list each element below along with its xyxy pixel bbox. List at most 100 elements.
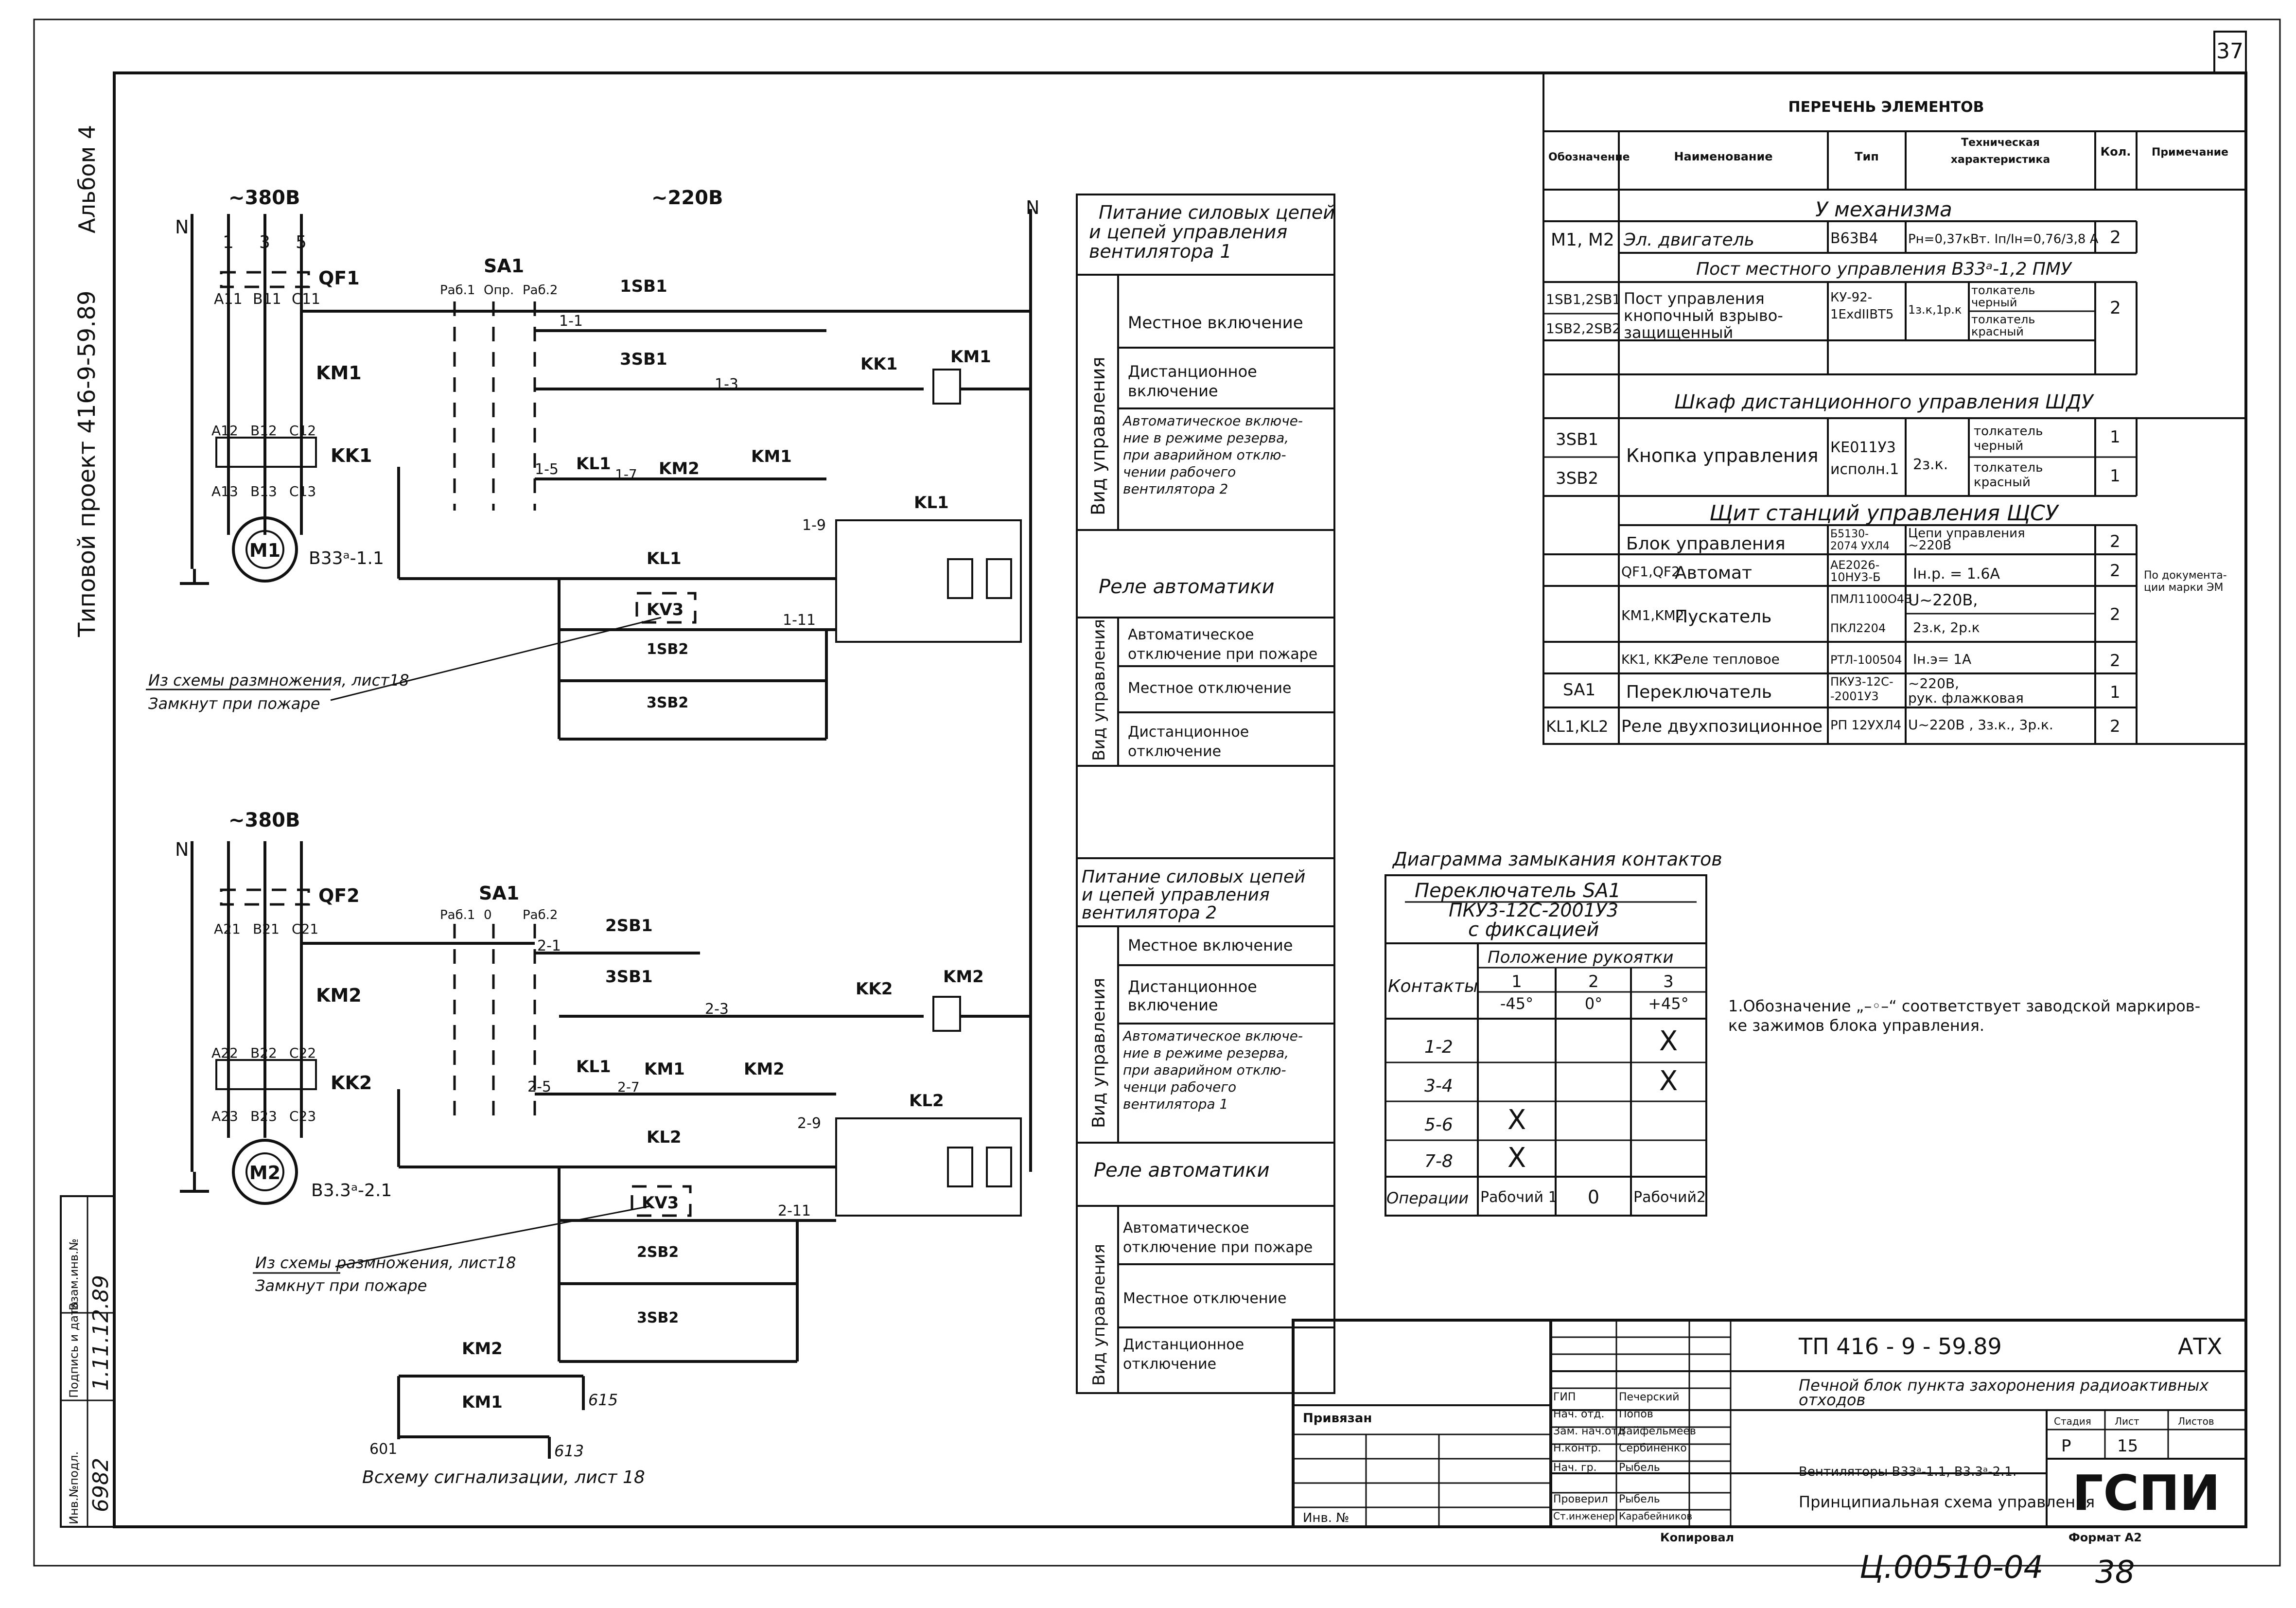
svg-text:М1, М2: М1, М2 [1551,230,1614,250]
svg-text:2: 2 [2110,228,2121,247]
svg-text:1: 1 [223,232,234,252]
svg-text:2: 2 [2110,298,2121,318]
svg-text:1-7: 1-7 [615,466,637,482]
c1-kk1-contact: KK1 [860,354,897,374]
c2-supply-380: ~380В [228,809,300,831]
signal-circuit: KM2 615 KM1 613 601 Всхему сигнализации,… [362,1339,645,1487]
svg-text:Р: Р [2061,1436,2071,1456]
legend-fan-1: Питание силовых цепей и цепей управления… [1076,194,1335,859]
motor-m1-symbol [232,516,298,583]
c2-3sb1: 3SB1 [605,967,653,987]
svg-text:3: 3 [259,232,270,252]
control-circuit-2: SA1 Раб.1 0 Раб.2 2-1 2SB1 3SB1 2-3 KK2 … [253,883,1031,1363]
svg-text:Положение рукоятки: Положение рукоятки [1488,948,1673,967]
c1-kl1-coil: KL1 [914,493,949,512]
svg-text:C12: C12 [289,423,316,439]
svg-text:Н.контр.: Н.контр. [1553,1442,1601,1454]
elements-title: ПЕРЕЧЕНЬ ЭЛЕМЕНТОВ [1788,99,1984,116]
svg-text:Примечание: Примечание [2152,146,2228,159]
svg-text:3: 3 [1663,972,1674,991]
svg-text:0°: 0° [1585,994,1602,1013]
svg-text:Обозначение: Обозначение [1548,151,1630,163]
doc-section: АТХ [2178,1333,2222,1360]
svg-text:2з.к.: 2з.к. [1913,456,1948,473]
c1-ctrl-neutral: N [1026,197,1039,218]
contact-diagram: Диаграмма замыкания контактов Переключат… [1385,848,1722,1217]
project-label: Типовой проект 416-9-59.89 [73,290,101,637]
svg-text:Переключатель SA1: Переключатель SA1 [1415,880,1621,902]
svg-text:U~220В,: U~220В, [1908,591,1978,609]
c1-neutral: N [175,216,189,238]
svg-text:КУ-92-1ExdIIBT5: КУ-92-1ExdIIBT5 [1830,290,1893,322]
sig-km1: KM1 [462,1393,503,1412]
c1-kk1: KK1 [331,445,372,466]
svg-text:B22: B22 [250,1045,277,1061]
svg-text:1SB1,2SB1: 1SB1,2SB1 [1546,291,1621,307]
svg-text:Раб.1: Раб.1 [440,908,475,922]
svg-text:Рыбель: Рыбель [1619,1462,1660,1474]
cd-mark-12: X [1659,1025,1678,1057]
svg-text:Реле двухпозиционное: Реле двухпозиционное [1621,717,1823,736]
stamp-inv-value: 6982 [88,1458,113,1512]
svg-text:Сербиненко: Сербиненко [1619,1442,1687,1454]
svg-text:A23: A23 [211,1108,238,1124]
svg-text:ПКУ3-12С-2001У3: ПКУ3-12С-2001У3 [1449,900,1618,921]
svg-text:Местное включение: Местное включение [1128,313,1303,333]
svg-text:ПКУ3-12С--2001У3: ПКУ3-12С--2001У3 [1830,675,1893,703]
svg-text:2-7: 2-7 [617,1079,640,1095]
legend2-title: Питание силовых цепей и цепей управления… [1082,867,1311,923]
elements-table: ПЕРЕЧЕНЬ ЭЛЕМЕНТОВ Обозначение Наименова… [1542,72,2247,745]
svg-text:Привязан: Привязан [1303,1411,1372,1426]
legend2-relay: Реле автоматики [1094,1159,1270,1182]
svg-text:2-1: 2-1 [537,937,561,954]
svg-text:C22: C22 [289,1045,316,1061]
svg-text:Пускатель: Пускатель [1675,607,1771,627]
svg-text:B12: B12 [250,423,277,439]
svg-text:A21: A21 [214,921,241,937]
svg-text:B11: B11 [253,291,281,308]
svg-text:Нач. гр.: Нач. гр. [1553,1462,1597,1474]
svg-text:Реле тепловое: Реле тепловое [1675,651,1780,667]
svg-text:QF1,QF2: QF1,QF2 [1621,564,1680,580]
svg-text:Местное включение: Местное включение [1128,936,1293,954]
svg-text:Кол.: Кол. [2101,145,2131,159]
section-post: Пост местного управления В33ᵃ-1,2 ПМУ [1696,259,2072,279]
svg-text:Эл. двигатель: Эл. двигатель [1623,230,1754,250]
svg-text:KM1,KM2: KM1,KM2 [1621,607,1684,623]
svg-text:Iн.э= 1А: Iн.э= 1А [1913,651,1971,667]
c2-kv3: KV3 [642,1193,679,1213]
svg-text:5: 5 [296,232,307,252]
c1-km1: KM1 [316,362,362,384]
c1-note-2: Замкнут при пожаре [148,694,320,713]
svg-text:Pн=0,37кВт. Iп/Iн=0,76/3,8 А: Pн=0,37кВт. Iп/Iн=0,76/3,8 А [1908,232,2099,247]
svg-text:B13: B13 [250,483,277,499]
svg-text:Ст.инженер: Ст.инженер [1553,1510,1614,1522]
sig-label: Всхему сигнализации, лист 18 [362,1467,645,1487]
c2-kl2: KL2 [647,1128,682,1147]
svg-text:Наименование: Наименование [1674,150,1772,163]
svg-text:Автомат: Автомат [1675,563,1752,583]
svg-text:3SB2: 3SB2 [1556,469,1598,488]
org-name: ГСПИ [2072,1465,2221,1521]
svg-text:с фиксацией: с фиксацией [1468,919,1599,941]
svg-text:2-5: 2-5 [527,1078,551,1096]
c1-1sb2: 1SB2 [647,641,688,658]
svg-text:АЕ2026-10НУ3-Б: АЕ2026-10НУ3-Б [1830,558,1881,584]
svg-text:Операции: Операции [1386,1189,1469,1207]
legend2-group: Вид управления [1089,978,1109,1128]
svg-text:2: 2 [2110,651,2121,671]
svg-text:0: 0 [1588,1186,1599,1208]
c2-kk2-contact: KK2 [856,979,893,999]
c1-supply-380: ~380В [228,187,300,209]
svg-text:615: 615 [588,1391,618,1409]
motor-m1-type: В33ᵃ-1.1 [309,548,384,568]
svg-text:Автоматическое включе-ние в ре: Автоматическое включе-ние в режиме резер… [1122,413,1303,497]
svg-text:Принципиальная схема управлени: Принципиальная схема управления [1799,1493,2095,1511]
